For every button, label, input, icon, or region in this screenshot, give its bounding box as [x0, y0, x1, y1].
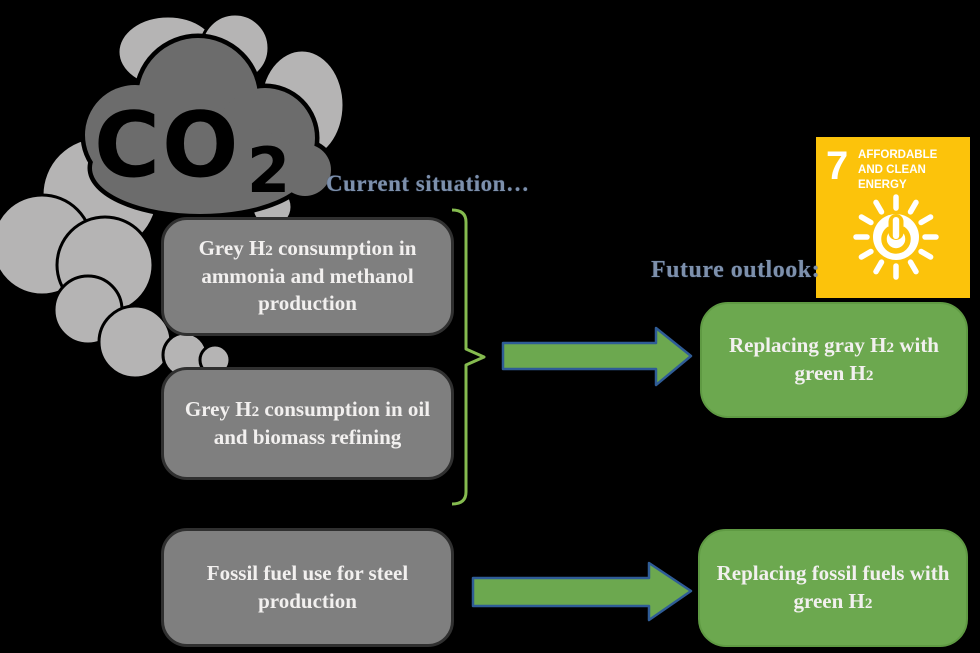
- label-part: Replacing fossil fuels with green H: [716, 561, 950, 613]
- future-box-replace-gray-h2: Replacing gray H2 with green H2: [700, 302, 968, 418]
- current-box-ammonia-methanol: Grey H2 consumption in ammonia and metha…: [161, 217, 454, 336]
- subscript-2: 2: [251, 403, 260, 420]
- subscript-2: 2: [864, 596, 873, 612]
- heading-future-outlook: Future outlook:: [651, 257, 821, 283]
- label-part: Replacing gray H: [729, 333, 887, 358]
- arrow-top-icon: [501, 326, 693, 387]
- sdg7-number: 7: [826, 144, 849, 188]
- co2-smoke-cloud-icon: CO 2: [0, 12, 346, 380]
- current-box-oil-biomass-label: Grey H2 consumption in oil and biomass r…: [180, 396, 435, 451]
- sdg7-badge: 7 AFFORDABLE AND CLEAN ENERGY: [816, 137, 970, 298]
- label-part: Grey H: [198, 235, 266, 260]
- arrow-bottom-icon: [471, 561, 693, 622]
- label-part: consumption in oil and biomass refining: [213, 396, 431, 449]
- grouping-bracket: [451, 208, 486, 506]
- heading-current-situation: Current situation…: [326, 171, 530, 196]
- current-box-ammonia-methanol-label: Grey H2 consumption in ammonia and metha…: [180, 235, 435, 318]
- sdg7-badge-header: 7 AFFORDABLE AND CLEAN ENERGY: [826, 144, 962, 192]
- sun-power-icon: [853, 194, 939, 280]
- label-part: Fossil fuel use for steel production: [206, 560, 409, 613]
- current-box-steel-label: Fossil fuel use for steel production: [180, 560, 435, 615]
- subscript-2: 2: [865, 368, 874, 384]
- label-part: Grey H: [184, 396, 252, 421]
- subscript-2: 2: [265, 242, 273, 259]
- co2-label-main: CO: [94, 93, 241, 198]
- co2-label-subscript: 2: [247, 134, 290, 207]
- label-part: with green H: [794, 333, 939, 385]
- subscript-2: 2: [886, 340, 895, 357]
- label-part: consumption in ammonia and methanol prod…: [201, 235, 417, 316]
- future-box-replace-fossil-fuels-label: Replacing fossil fuels with green H2: [716, 560, 950, 615]
- future-box-replace-gray-h2-label: Replacing gray H2 with green H2: [718, 332, 950, 387]
- current-box-steel: Fossil fuel use for steel production: [161, 528, 454, 647]
- current-box-oil-biomass: Grey H2 consumption in oil and biomass r…: [161, 367, 454, 480]
- future-box-replace-fossil-fuels: Replacing fossil fuels with green H2: [698, 529, 968, 647]
- sdg7-title: AFFORDABLE AND CLEAN ENERGY: [858, 147, 938, 191]
